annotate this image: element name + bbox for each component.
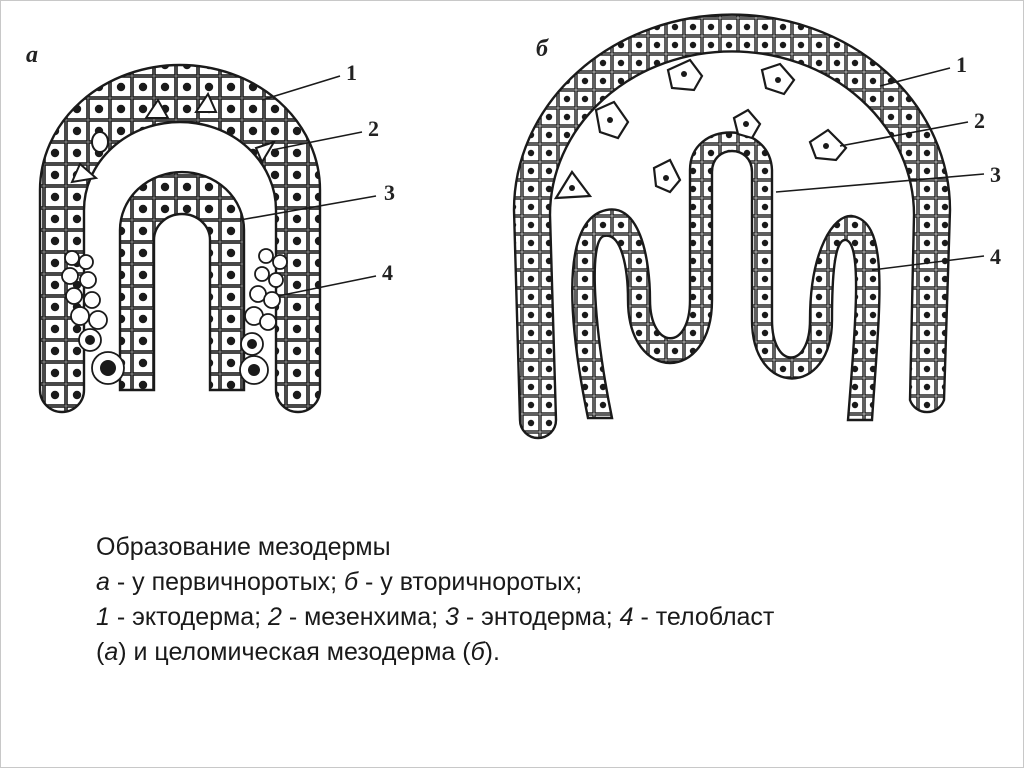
caption-text: ( [96, 638, 105, 666]
caption-key-a: а [104, 638, 119, 666]
panel-b-endoderm [571, 131, 881, 422]
caption-text: - мезенхима; [281, 603, 446, 631]
caption-line-3: 1 - эктодерма; 2 - мезенхима; 3 - энтоде… [96, 600, 956, 635]
mesoderm-formation-diagram: а 1 2 3 4 [26, 13, 1001, 440]
panel-b-ectoderm [512, 13, 952, 440]
caption-key-b: б [343, 568, 359, 596]
panel-a-leaders [239, 75, 377, 297]
panel-a-teloblast-left [61, 250, 125, 385]
panel-a-callout-3: 3 [384, 180, 395, 205]
panel-a-callout-2: 2 [368, 116, 379, 141]
panel-a-callout-4: 4 [382, 260, 393, 285]
caption-text: ). [484, 638, 500, 666]
panel-b-callout-4: 4 [990, 244, 1001, 269]
panel-b-callout-1: 1 [956, 52, 967, 77]
caption-key-b: б [470, 638, 485, 666]
caption-line-4: (а) и целомическая мезодерма (б). [96, 635, 956, 670]
caption-text: - у вторичноротых; [358, 568, 583, 596]
panel-a-ectoderm [38, 63, 322, 414]
caption-title: Образование мезодермы [96, 533, 391, 561]
caption-text: - энтодерма; [458, 603, 620, 631]
panel-b-leaders [775, 67, 985, 271]
panel-a-callout-1: 1 [346, 60, 357, 85]
panel-b-mesenchyme-dots [569, 71, 829, 191]
panel-b-callout-3: 3 [990, 162, 1001, 187]
panel-b: б 1 2 3 4 [512, 13, 1001, 440]
panel-a-mesenchyme [70, 91, 277, 184]
panel-a-endoderm [118, 170, 246, 392]
caption-line-2: а - у первичноротых; б - у вторичноротых… [96, 565, 956, 600]
caption-key-a: а [96, 568, 110, 596]
caption-num-2: 2 [268, 603, 282, 631]
figure-caption: Образование мезодермы а - у первичнороты… [96, 530, 956, 670]
panel-b-label: б [536, 36, 549, 62]
caption-text: - эктодерма; [109, 603, 268, 631]
panel-b-callout-2: 2 [974, 108, 985, 133]
caption-text: - телобласт [633, 603, 775, 631]
panel-a: а 1 2 3 4 [26, 42, 395, 414]
panel-a-label: а [26, 42, 38, 68]
caption-text: - у первичноротых; [109, 568, 344, 596]
caption-num-3: 3 [445, 603, 459, 631]
panel-a-teloblast-nuclei [85, 335, 260, 376]
caption-text: ) и целомическая мезодерма ( [118, 638, 471, 666]
caption-num-1: 1 [96, 603, 110, 631]
caption-num-4: 4 [619, 603, 634, 631]
